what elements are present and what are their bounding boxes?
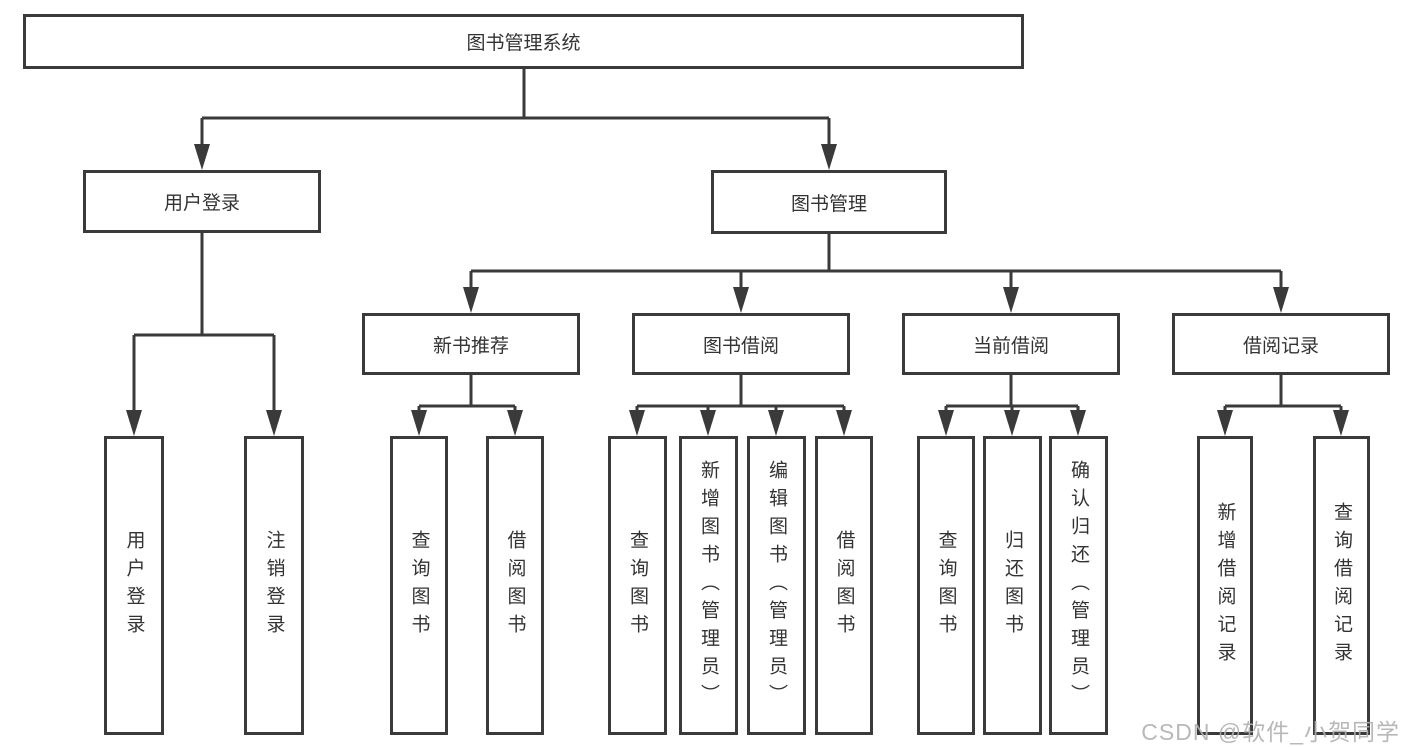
node-return-books: 归还图书 <box>983 436 1042 735</box>
node-user-login-label: 用户登录 <box>123 529 145 642</box>
node-recommend-query-books: 查询图书 <box>390 436 448 735</box>
node-borrow-query-books-label: 查询图书 <box>627 529 648 642</box>
node-add-book-admin: 新增图书（管理员） <box>679 436 738 735</box>
node-confirm-return-admin-label: 确认归还（管理员） <box>1068 459 1089 712</box>
node-book-borrow-label: 图书借阅 <box>702 335 779 357</box>
node-query-borrow-record-label: 查询借阅记录 <box>1331 501 1352 670</box>
node-add-borrow-record-label: 新增借阅记录 <box>1214 501 1236 670</box>
node-user-login-group: 用户登录 <box>83 170 321 233</box>
node-user-login: 用户登录 <box>104 436 164 735</box>
node-edit-book-admin: 编辑图书（管理员） <box>747 436 806 735</box>
node-current-borrow-label: 当前借阅 <box>972 335 1049 357</box>
arrowheads <box>126 144 1349 436</box>
node-book-management: 图书管理 <box>711 170 947 234</box>
watermark: CSDN @软件_小贺同学 <box>1141 719 1400 745</box>
node-library-system: 图书管理系统 <box>23 14 1024 69</box>
node-borrow-books-label: 借阅图书 <box>833 529 855 642</box>
node-logout-label: 注销登录 <box>263 529 285 642</box>
node-current-borrow: 当前借阅 <box>902 313 1120 375</box>
node-recommend-borrow-books-label: 借阅图书 <box>504 529 526 642</box>
node-borrow-records: 借阅记录 <box>1172 313 1390 375</box>
node-borrow-books: 借阅图书 <box>815 436 873 735</box>
node-recommend-borrow-books: 借阅图书 <box>486 436 544 735</box>
node-add-borrow-record: 新增借阅记录 <box>1197 436 1253 735</box>
node-confirm-return-admin: 确认归还（管理员） <box>1049 436 1108 735</box>
node-library-system-label: 图书管理系统 <box>466 33 581 54</box>
node-new-book-recommend-label: 新书推荐 <box>432 335 509 357</box>
node-user-login-group-label: 用户登录 <box>163 193 240 214</box>
node-current-query-books: 查询图书 <box>917 436 975 735</box>
node-add-book-admin-label: 新增图书（管理员） <box>698 459 719 712</box>
node-logout: 注销登录 <box>244 436 304 735</box>
node-return-books-label: 归还图书 <box>1002 529 1023 642</box>
node-recommend-query-books-label: 查询图书 <box>408 529 430 642</box>
node-borrow-records-label: 借阅记录 <box>1242 335 1319 357</box>
node-current-query-books-label: 查询图书 <box>935 529 957 642</box>
node-book-borrow: 图书借阅 <box>632 313 850 375</box>
node-new-book-recommend: 新书推荐 <box>362 313 580 375</box>
node-borrow-query-books: 查询图书 <box>608 436 667 735</box>
node-query-borrow-record: 查询借阅记录 <box>1313 436 1370 735</box>
node-edit-book-admin-label: 编辑图书（管理员） <box>766 459 787 712</box>
node-book-management-label: 图书管理 <box>790 193 867 215</box>
